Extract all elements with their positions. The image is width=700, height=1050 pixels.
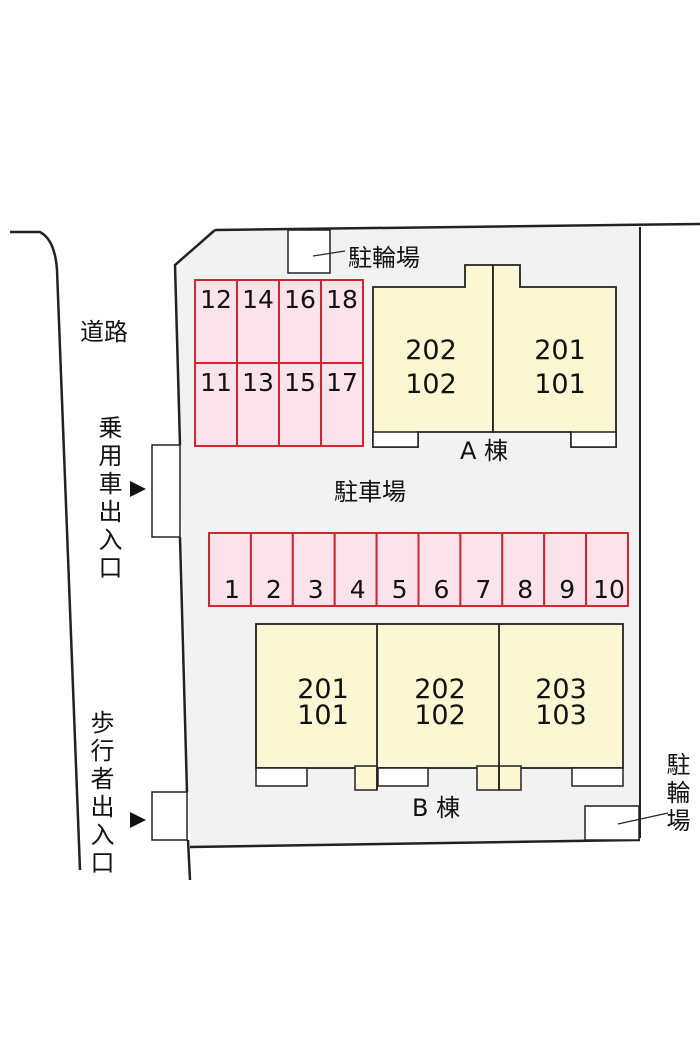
parking-space <box>501 532 546 607</box>
building-a-label: A 棟 <box>460 437 508 465</box>
unit-number: 101 <box>534 369 586 400</box>
parking-space <box>194 362 238 447</box>
car-entrance-gate <box>151 444 181 538</box>
pedestrian-entrance-gate <box>151 791 188 841</box>
balcony <box>377 767 429 787</box>
pedestrian-entrance-label: 歩行者出入口 <box>86 710 114 878</box>
parking-space-number: 9 <box>559 575 575 604</box>
lot-boundary-top <box>214 222 700 232</box>
lot-boundary-left <box>173 229 216 881</box>
parking-space-number: 2 <box>266 575 282 604</box>
parking-space-number: 12 <box>200 285 232 314</box>
leader-line <box>312 250 346 257</box>
car-entrance-label: 乗用車出入口 <box>94 415 122 583</box>
bike-parking-top <box>287 229 331 274</box>
parking-space-number: 1 <box>224 575 240 604</box>
building-b-label: B 棟 <box>412 794 460 822</box>
unit-number: 202 <box>405 335 457 366</box>
parking-space-number: 7 <box>475 575 491 604</box>
parking-space <box>375 532 420 607</box>
parking-space <box>333 532 378 607</box>
entry-porch <box>354 765 378 791</box>
parking-space <box>543 532 588 607</box>
parking-space <box>585 532 629 607</box>
entry-porch <box>476 765 500 791</box>
parking-space-number: 16 <box>284 285 316 314</box>
unit-number: 201 <box>534 335 586 366</box>
parking-space <box>459 532 504 607</box>
road-label: 道路 <box>80 318 128 346</box>
unit-number: 102 <box>414 700 466 731</box>
parking-space-number: 14 <box>242 285 274 314</box>
parking-space-number: 13 <box>242 368 274 397</box>
bike-parking-right-label: 駐輪場 <box>662 752 690 836</box>
balcony <box>372 431 419 448</box>
bike-parking-right <box>584 805 640 841</box>
parking-label: 駐車場 <box>334 478 406 506</box>
lot-boundary-bottom <box>189 838 641 849</box>
parking-space-number: 10 <box>593 575 625 604</box>
unit-number: 101 <box>297 700 349 731</box>
parking-space <box>320 362 364 447</box>
parking-space <box>291 532 336 607</box>
unit-number: 202 <box>414 674 466 705</box>
building-b-body <box>255 623 624 769</box>
parking-space <box>208 532 252 607</box>
road-edge <box>10 230 82 871</box>
parking-space-number: 11 <box>200 368 232 397</box>
parking-space-number: 17 <box>326 368 358 397</box>
parking-space-number: 3 <box>308 575 324 604</box>
parking-space-number: 4 <box>350 575 366 604</box>
unit-number: 102 <box>405 369 457 400</box>
parking-space-number: 6 <box>433 575 449 604</box>
balcony <box>570 431 617 448</box>
balcony <box>255 767 308 787</box>
unit-number: 103 <box>535 700 587 731</box>
car-entrance-arrow-icon <box>130 481 146 497</box>
parking-upper: 12 14 16 18 11 13 15 17 <box>194 279 364 447</box>
leader-line <box>617 812 669 825</box>
entry-porch <box>498 765 522 791</box>
parking-space-number: 5 <box>392 575 408 604</box>
building-b: 201 101 202 102 203 103 <box>255 623 624 791</box>
parking-space-number: 15 <box>284 368 316 397</box>
bike-parking-top-label: 駐輪場 <box>348 244 420 272</box>
parking-space-number: 18 <box>326 285 358 314</box>
balcony <box>571 767 624 787</box>
parking-space <box>417 532 462 607</box>
parking-space <box>278 279 322 364</box>
unit-number: 201 <box>297 674 349 705</box>
parking-space-number: 8 <box>517 575 533 604</box>
parking-space <box>278 362 322 447</box>
building-a: 202 102 201 101 <box>372 264 617 448</box>
pedestrian-entrance-arrow-icon <box>130 812 146 828</box>
unit-number: 203 <box>535 674 587 705</box>
